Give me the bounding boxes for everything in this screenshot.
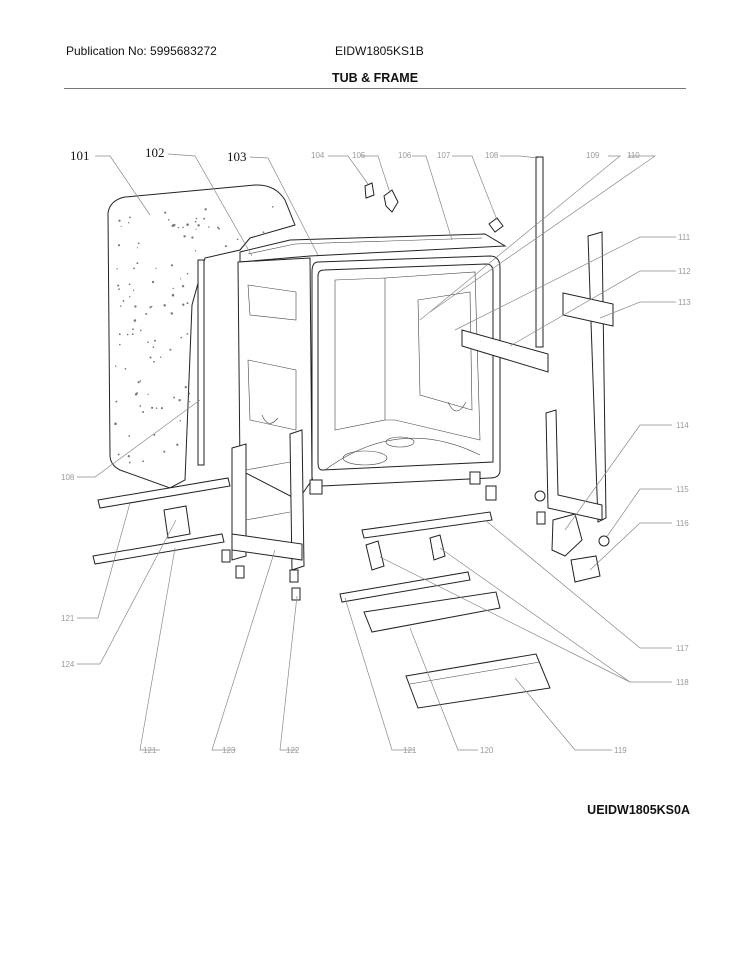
tub-assembly <box>237 233 507 501</box>
callout-121-left: 121 <box>61 614 75 623</box>
callout-110: 110 <box>627 151 640 160</box>
callout-116: 116 <box>676 519 689 528</box>
callout-109: 109 <box>586 151 600 160</box>
lower-trim-parts <box>339 511 551 709</box>
callout-114: 114 <box>676 421 689 430</box>
insulation-texture <box>114 205 274 464</box>
model-number: EIDW1805KS1B <box>335 44 424 58</box>
callout-labels: 101 102 103 104 105 106 107 108 109 110 … <box>61 145 691 755</box>
callout-106: 106 <box>398 151 412 160</box>
publication-number: Publication No: 5995683272 <box>66 44 217 58</box>
callout-121-center: 121 <box>403 746 417 755</box>
callout-115: 115 <box>676 485 689 494</box>
callout-117: 117 <box>676 644 689 653</box>
diagram-code: UEIDW1805KS0A <box>587 803 690 817</box>
callout-103: 103 <box>227 149 247 164</box>
callout-104: 104 <box>311 151 325 160</box>
front-frame-parts <box>92 429 305 601</box>
right-frame-parts <box>461 156 614 583</box>
callout-111: 111 <box>678 233 691 242</box>
callout-122: 122 <box>286 746 300 755</box>
callout-112: 112 <box>678 267 691 276</box>
leader-lines <box>77 153 676 751</box>
callout-105: 105 <box>352 151 366 160</box>
callout-108-top: 108 <box>485 151 499 160</box>
callout-119: 119 <box>614 746 627 755</box>
callout-121-bottom: 121 <box>143 746 157 755</box>
page-title: TUB & FRAME <box>331 71 419 85</box>
callout-101: 101 <box>70 148 90 163</box>
header-divider <box>64 88 686 89</box>
callout-102: 102 <box>145 145 165 160</box>
callout-123: 123 <box>222 746 236 755</box>
top-brackets <box>364 182 504 233</box>
callout-108-left: 108 <box>61 473 75 482</box>
callout-113: 113 <box>678 298 691 307</box>
callout-124: 124 <box>61 660 75 669</box>
callout-107: 107 <box>437 151 451 160</box>
insulation-blanket <box>107 184 296 489</box>
callout-118: 118 <box>676 678 689 687</box>
callout-120: 120 <box>480 746 494 755</box>
